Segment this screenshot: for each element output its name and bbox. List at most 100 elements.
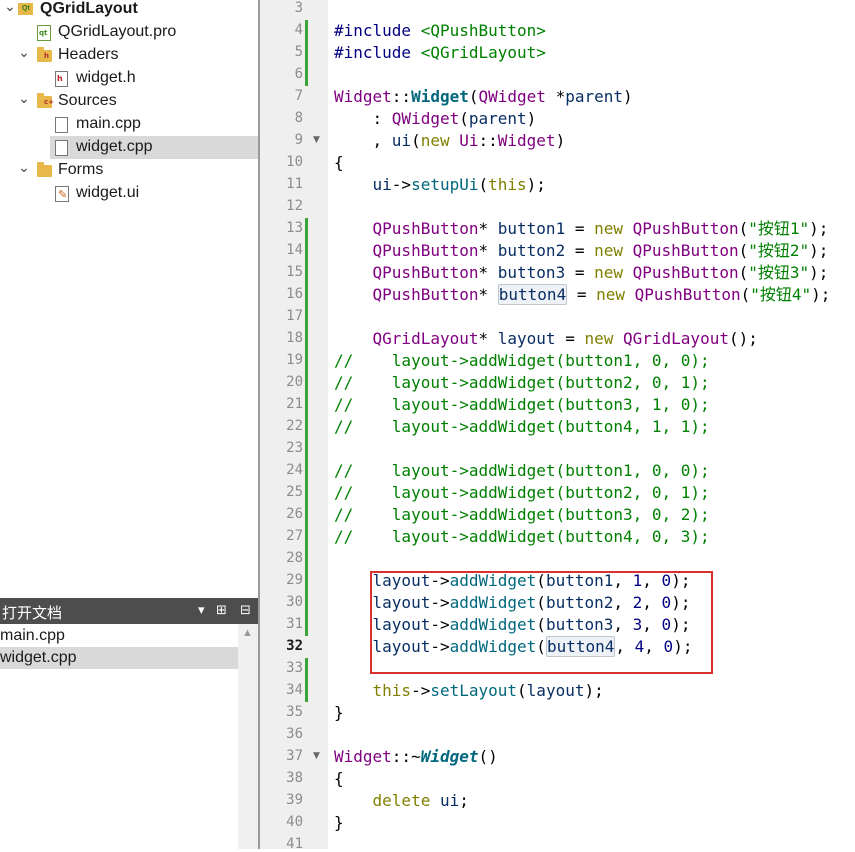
code-token xyxy=(334,285,373,304)
line-number: 6 xyxy=(294,66,303,82)
tree-item-widget-cpp[interactable]: widget.cpp xyxy=(50,136,258,159)
code-token: QPushButton xyxy=(634,285,741,304)
open-documents-scrollbar[interactable]: ▲ xyxy=(238,624,258,849)
scroll-up-icon[interactable]: ▲ xyxy=(242,627,253,639)
change-marker xyxy=(305,658,308,702)
tree-item-main-cpp[interactable]: main.cpp xyxy=(0,113,258,136)
line-number: 27 xyxy=(286,528,303,544)
code-token: button4 xyxy=(497,284,568,305)
change-marker xyxy=(305,218,308,636)
code-token: ); xyxy=(584,681,604,700)
line-number: 41 xyxy=(286,836,303,852)
line-number: 10 xyxy=(286,154,303,170)
line-number: 19 xyxy=(286,352,303,368)
code-token: * xyxy=(545,87,566,106)
code-token: layout xyxy=(372,615,431,634)
code-token: layout xyxy=(526,681,585,700)
code-token: QPushButton xyxy=(372,285,479,304)
code-token: -> xyxy=(430,593,450,612)
code-token: button2 xyxy=(497,241,566,260)
expand-chevron-icon[interactable]: ⌄ xyxy=(18,159,30,175)
code-token: #include xyxy=(334,43,421,62)
code-token: addWidget xyxy=(449,571,537,590)
code-token: Widget xyxy=(334,747,392,766)
tree-item-widget-h[interactable]: h widget.h xyxy=(0,67,258,90)
code-token xyxy=(334,571,373,590)
header-file-icon: h xyxy=(55,71,68,87)
code-token: <QGridLayout> xyxy=(420,43,546,62)
code-token: ); xyxy=(671,593,691,612)
code-token: -> xyxy=(391,175,412,194)
split-icon[interactable]: ⊞ xyxy=(216,603,227,618)
open-document-label: main.cpp xyxy=(0,627,65,644)
line-number: 39 xyxy=(286,792,303,808)
fold-marker-icon[interactable]: ▼ xyxy=(313,751,320,761)
line-number: 33 xyxy=(286,660,303,676)
code-line: QPushButton* button2 = new QPushButton("… xyxy=(334,240,829,262)
tree-item-label: widget.h xyxy=(76,69,136,86)
code-line: // layout->addWidget(button2, 0, 1); xyxy=(334,372,710,394)
code-token: #include xyxy=(334,21,421,40)
code-line: layout->addWidget(button1, 1, 0); xyxy=(334,570,691,592)
code-token xyxy=(334,241,373,260)
line-number: 9 xyxy=(294,132,303,148)
code-token: ( xyxy=(478,175,489,194)
code-token: layout xyxy=(497,329,556,348)
expand-chevron-icon[interactable]: ⌄ xyxy=(18,44,30,60)
code-token: "按钮1" xyxy=(748,219,810,238)
open-documents-header: 打开文档 ▾ ⊞ ⊟ xyxy=(0,598,258,624)
code-editor[interactable]: #include <QPushButton>#include <QGridLay… xyxy=(328,0,855,849)
code-token: addWidget xyxy=(449,593,537,612)
expand-chevron-icon[interactable]: ⌄ xyxy=(4,0,16,14)
line-number: 3 xyxy=(294,0,303,16)
code-token: button4 xyxy=(545,636,616,657)
code-token: QPushButton xyxy=(372,241,479,260)
code-token: ); xyxy=(809,219,829,238)
code-token: QPushButton xyxy=(632,263,739,282)
code-token: -> xyxy=(411,681,431,700)
tree-item-label: Headers xyxy=(58,46,119,63)
code-token: QPushButton xyxy=(632,219,739,238)
code-token: 0 xyxy=(661,615,672,634)
dropdown-icon[interactable]: ▾ xyxy=(198,603,205,618)
open-document-item[interactable]: widget.cpp xyxy=(0,647,238,669)
code-token: addWidget xyxy=(449,615,537,634)
line-number: 31 xyxy=(286,616,303,632)
code-token: ( xyxy=(536,571,546,590)
open-documents-title: 打开文档 xyxy=(2,605,63,622)
code-token: layout xyxy=(372,571,431,590)
code-token: ( xyxy=(411,131,421,150)
tree-item-widget-ui[interactable]: ✎widget.ui xyxy=(0,182,258,205)
code-token: // layout->addWidget(button1, 0, 0); xyxy=(334,461,710,480)
code-token: new xyxy=(584,329,623,348)
line-number: 12 xyxy=(286,198,303,214)
line-number: 24 xyxy=(286,462,303,478)
code-line: QGridLayout* layout = new QGridLayout(); xyxy=(334,328,758,350)
code-token: ); xyxy=(673,637,693,656)
code-token: QPushButton xyxy=(632,241,739,260)
open-document-item[interactable]: main.cpp xyxy=(0,625,238,647)
sources-folder-icon: c+ xyxy=(37,93,54,108)
code-token: * xyxy=(478,241,498,260)
code-token: ui xyxy=(391,131,412,150)
code-token: (); xyxy=(728,329,758,348)
expand-chevron-icon[interactable]: ⌄ xyxy=(18,90,30,106)
code-token: :: xyxy=(391,87,412,106)
code-token: { xyxy=(334,769,344,788)
tree-item-sources[interactable]: ⌄c+Sources xyxy=(0,90,258,113)
code-token: () xyxy=(478,747,498,766)
code-token: QGridLayout xyxy=(623,329,729,348)
pane-splitter[interactable] xyxy=(258,0,260,849)
line-number: 22 xyxy=(286,418,303,434)
code-token: ) xyxy=(623,87,633,106)
fold-marker-icon[interactable]: ▼ xyxy=(313,135,320,145)
close-panel-icon[interactable]: ⊟ xyxy=(240,603,251,618)
tree-item-forms[interactable]: ⌄Forms xyxy=(0,159,258,182)
ui-file-icon: ✎ xyxy=(55,186,69,202)
line-number: 7 xyxy=(294,88,303,104)
code-token: 4 xyxy=(634,637,645,656)
code-token: ( xyxy=(738,241,749,260)
